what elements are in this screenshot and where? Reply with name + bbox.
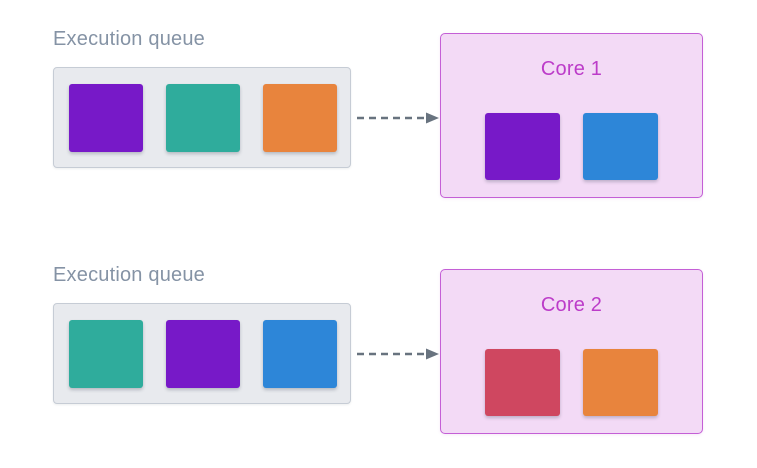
task-square-teal [166,83,240,152]
task-square-orange [583,349,658,416]
execution-queue-label: Execution queue [53,264,206,286]
dashed-right-arrow-icon [357,112,439,124]
execution-queue-box [53,303,351,404]
task-square-purple [166,319,240,388]
scheduler-row-2: Execution queue Core 2 [0,236,757,468]
task-square-blue [263,319,337,388]
task-square-blue [583,113,658,180]
execution-queue-box [53,67,351,168]
task-square-purple [485,113,560,180]
dashed-right-arrow-icon [357,348,439,360]
core-2-tasks [441,349,702,416]
core-2-box: Core 2 [440,269,703,434]
execution-queue-label: Execution queue [53,28,206,50]
core-1-tasks [441,113,702,180]
scheduler-row-1: Execution queue Core 1 [53,28,703,198]
task-square-purple [69,83,143,152]
core-1-label: Core 1 [540,58,603,80]
core-2-label: Core 2 [540,294,603,316]
core-1-box: Core 1 [440,33,703,198]
task-square-orange [263,83,337,152]
task-square-crimson [485,349,560,416]
task-square-teal [69,319,143,388]
